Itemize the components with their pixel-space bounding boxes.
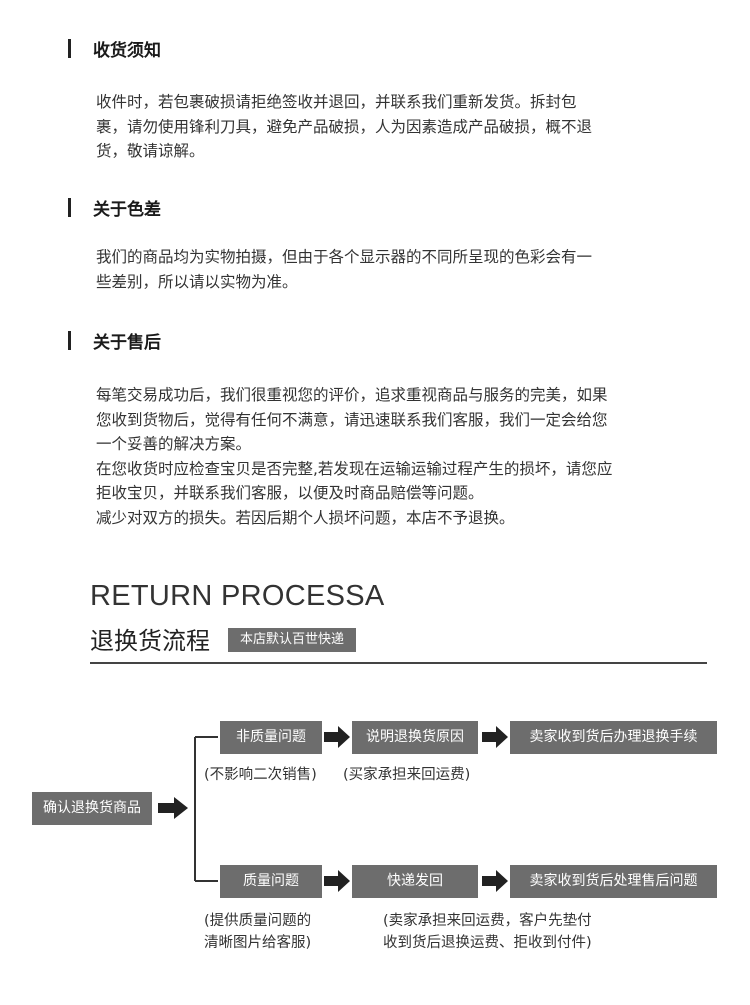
process-title-en: RETURN PROCESSA <box>90 580 385 612</box>
step-quality-issue: 质量问题 <box>220 865 322 898</box>
body-line: 我们的商品均为实物拍摄，但由于各个显示器的不同所呈现的色彩会有一 <box>96 248 593 266</box>
note-line: (卖家承担来回运费，客户先垫付 <box>383 913 592 929</box>
section-bar <box>68 197 71 217</box>
section-body-receiving: 收件时，若包裹破损请拒绝签收并退回，并联系我们重新发货。拆封包 裹，请勿使用锋利… <box>96 90 696 164</box>
body-line: 在您收货时应检查宝贝是否完整,若发现在运输运输过程产生的损坏，请您应 <box>96 459 613 478</box>
note-line: (提供质量问题的 <box>204 913 312 929</box>
body-line: 您收到货物后，觉得有任何不满意，请迅速联系我们客服，我们一定会给您 <box>96 410 608 429</box>
start-box-confirm-return: 确认退换货商品 <box>32 792 152 825</box>
process-title-cn: 退换货流程 <box>90 627 210 655</box>
section-title: 关于色差 <box>93 199 161 220</box>
body-line: 拒收宝贝，并联系我们客服，以便及时商品赔偿等问题。 <box>96 484 484 502</box>
section-bar <box>68 38 71 58</box>
step-seller-handle-aftersale: 卖家收到货后处理售后问题 <box>510 865 717 898</box>
note-seller-pays-shipping: (卖家承担来回运费，客户先垫付 收到货后退换运费、拒收到付件) <box>383 910 592 954</box>
section-title: 收货须知 <box>93 40 161 61</box>
note-no-resale-impact: (不影响二次销售) <box>204 767 317 783</box>
note-line: 收到货后退换运费、拒收到付件) <box>383 935 592 951</box>
note-line: 清晰图片给客服) <box>204 935 312 951</box>
body-line: 些差别，所以请以实物为准。 <box>96 272 298 291</box>
courier-tag: 本店默认百世快递 <box>228 628 357 652</box>
step-ship-back: 快递发回 <box>352 865 478 898</box>
section-bar <box>68 330 71 350</box>
arrow-right-icon <box>482 870 508 892</box>
step-non-quality: 非质量问题 <box>220 721 322 754</box>
body-line: 裹，请勿使用锋利刀具，避免产品破损，人为因素造成产品破损，概不退 <box>96 117 593 136</box>
arrow-right-icon <box>158 797 188 819</box>
step-explain-reason: 说明退换货原因 <box>352 721 478 754</box>
note-buyer-pays-shipping: (买家承担来回运费) <box>343 767 471 783</box>
section-header-aftersale: 关于售后 <box>68 328 161 353</box>
divider <box>90 662 707 664</box>
body-line: 一个妥善的解决方案。 <box>96 435 252 453</box>
bracket-lines <box>194 736 218 882</box>
arrow-right-icon <box>482 726 508 748</box>
section-body-color: 我们的商品均为实物拍摄，但由于各个显示器的不同所呈现的色彩会有一 些差别，所以请… <box>96 245 696 294</box>
section-title: 关于售后 <box>93 332 161 353</box>
arrow-right-icon <box>324 726 350 748</box>
note-provide-photos: (提供质量问题的 清晰图片给客服) <box>204 910 311 954</box>
section-header-receiving: 收货须知 <box>68 36 161 61</box>
body-line: 减少对双方的损失。若因后期个人损坏问题，本店不予退换。 <box>96 508 515 527</box>
arrow-right-icon <box>324 870 350 892</box>
body-line: 每笔交易成功后，我们很重视您的评价，追求重视商品与服务的完美，如果 <box>96 386 608 404</box>
section-body-aftersale: 每笔交易成功后，我们很重视您的评价，追求重视商品与服务的完美，如果 您收到货物后… <box>96 383 696 530</box>
body-line: 货，敬请谅解。 <box>96 142 205 160</box>
step-seller-process-return: 卖家收到货后办理退换手续 <box>510 721 717 754</box>
body-line: 收件时，若包裹破损请拒绝签收并退回，并联系我们重新发货。拆封包 <box>96 93 577 111</box>
section-header-color: 关于色差 <box>68 195 161 220</box>
